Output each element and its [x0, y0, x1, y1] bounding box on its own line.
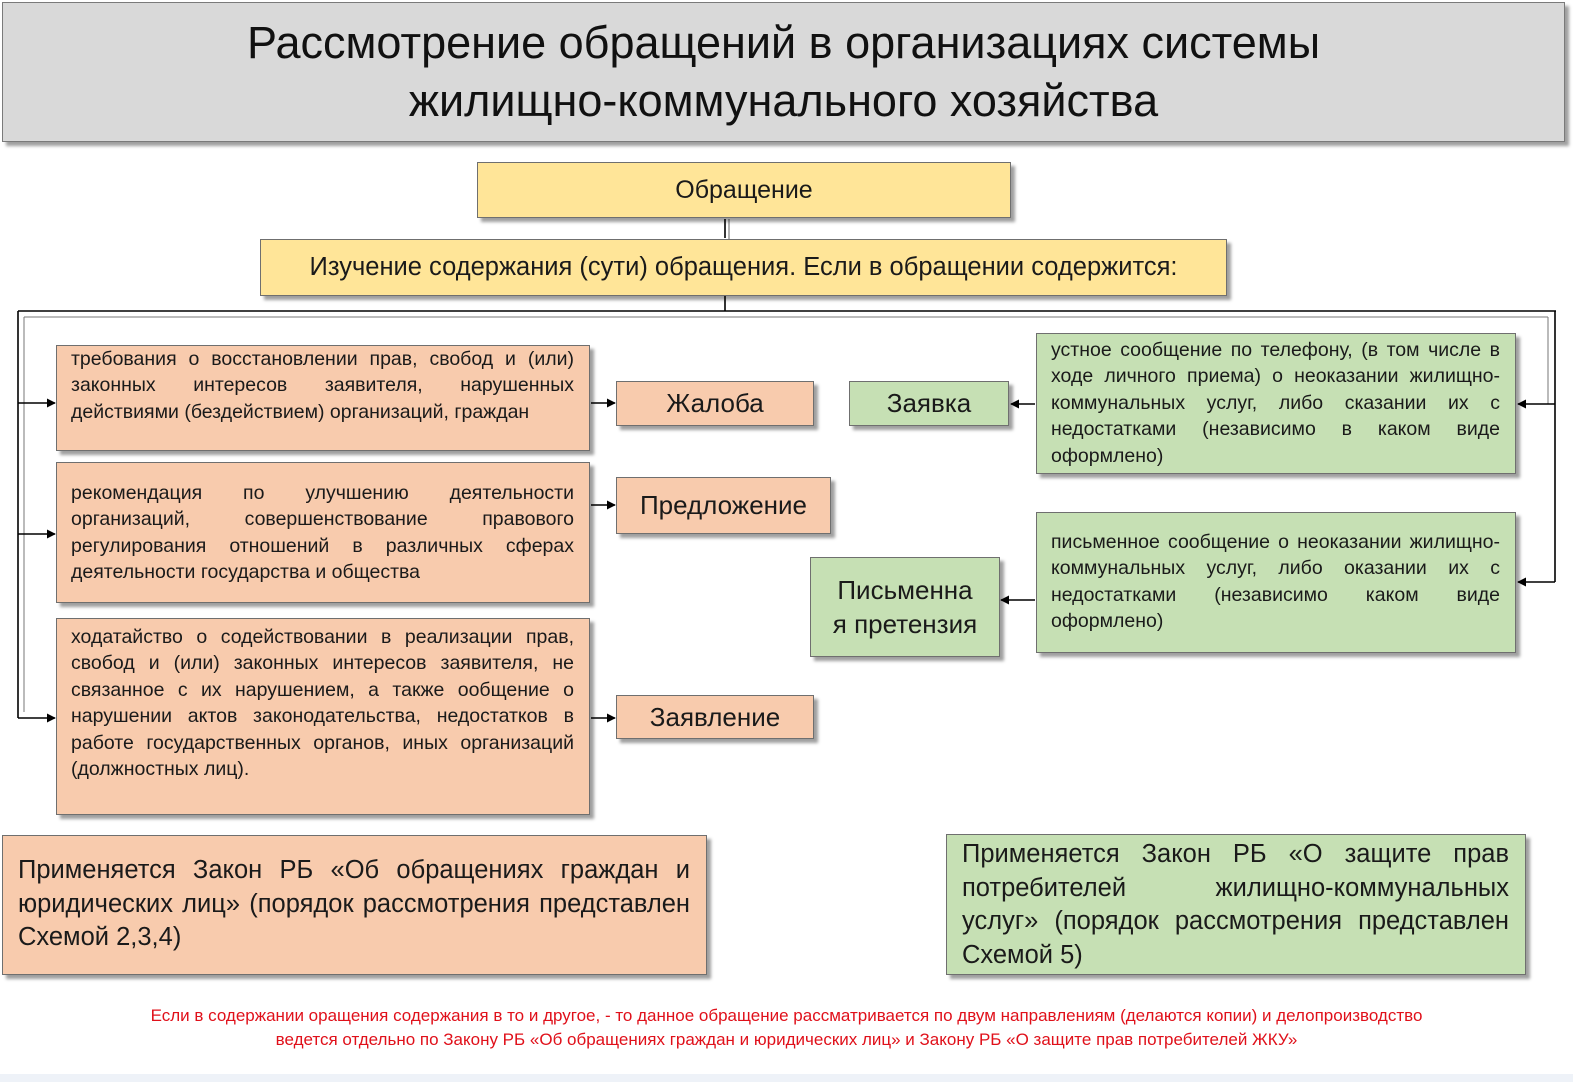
- desc-claim-text: письменное сообщение о неоказании жилищн…: [1051, 531, 1500, 633]
- diagram-title: Рассмотрение обращений в организациях си…: [2, 2, 1565, 142]
- desc-statement: ходатайство о содействовании в реализаци…: [56, 618, 590, 815]
- type-predlozhenie: Предложение: [616, 477, 831, 534]
- desc-complaint-text: требования о восстановлении прав, свобод…: [71, 348, 574, 423]
- footnote: Если в содержании оращения содержания в …: [10, 1004, 1563, 1052]
- law-consumer-protection-text: Применяется Закон РБ «О защите прав потр…: [962, 840, 1509, 969]
- law-appeals: Применяется Закон РБ «Об обращениях граж…: [2, 835, 707, 975]
- footnote-line-2: ведется отдельно по Закону РБ «Об обраще…: [275, 1030, 1298, 1049]
- desc-proposal: рекомендация по улучшению деятельности о…: [56, 462, 590, 603]
- desc-proposal-text: рекомендация по улучшению деятельности о…: [71, 482, 574, 584]
- type-zayavlenie-label: Заявление: [649, 701, 781, 732]
- type-pretenziya-line-2: я претензия: [832, 609, 978, 639]
- desc-statement-text: ходатайство о содействовании в реализаци…: [71, 626, 574, 781]
- footnote-line-1: Если в содержании оращения содержания в …: [150, 1006, 1423, 1025]
- type-zhaloba-label: Жалоба: [666, 388, 764, 418]
- type-zayavlenie: Заявление: [616, 695, 814, 739]
- desc-complaint: требования о восстановлении прав, свобод…: [56, 345, 590, 451]
- type-zayavka: Заявка: [849, 381, 1009, 426]
- desc-request-text: устное сообщение по телефону, (в том чис…: [1051, 339, 1500, 467]
- desc-request: устное сообщение по телефону, (в том чис…: [1036, 333, 1516, 474]
- bottom-strip: [0, 1074, 1573, 1082]
- study-node-label: Изучение содержания (сути) обращения. Ес…: [309, 253, 1178, 281]
- type-zhaloba: Жалоба: [616, 381, 814, 426]
- root-node-label: Обращение: [675, 175, 813, 204]
- title-line-2: жилищно-коммунального хозяйства: [408, 75, 1159, 126]
- root-node: Обращение: [477, 162, 1011, 218]
- law-appeals-text: Применяется Закон РБ «Об обращениях граж…: [18, 856, 690, 951]
- desc-claim: письменное сообщение о неоказании жилищн…: [1036, 512, 1516, 653]
- type-zayavka-label: Заявка: [886, 388, 972, 418]
- title-line-1: Рассмотрение обращений в организациях си…: [246, 17, 1321, 68]
- study-node: Изучение содержания (сути) обращения. Ес…: [260, 239, 1227, 296]
- type-pretenziya: Письменна я претензия: [810, 557, 1000, 657]
- law-consumer-protection: Применяется Закон РБ «О защите прав потр…: [946, 834, 1526, 975]
- type-pretenziya-line-1: Письменна: [837, 575, 973, 605]
- type-predlozhenie-label: Предложение: [639, 490, 808, 520]
